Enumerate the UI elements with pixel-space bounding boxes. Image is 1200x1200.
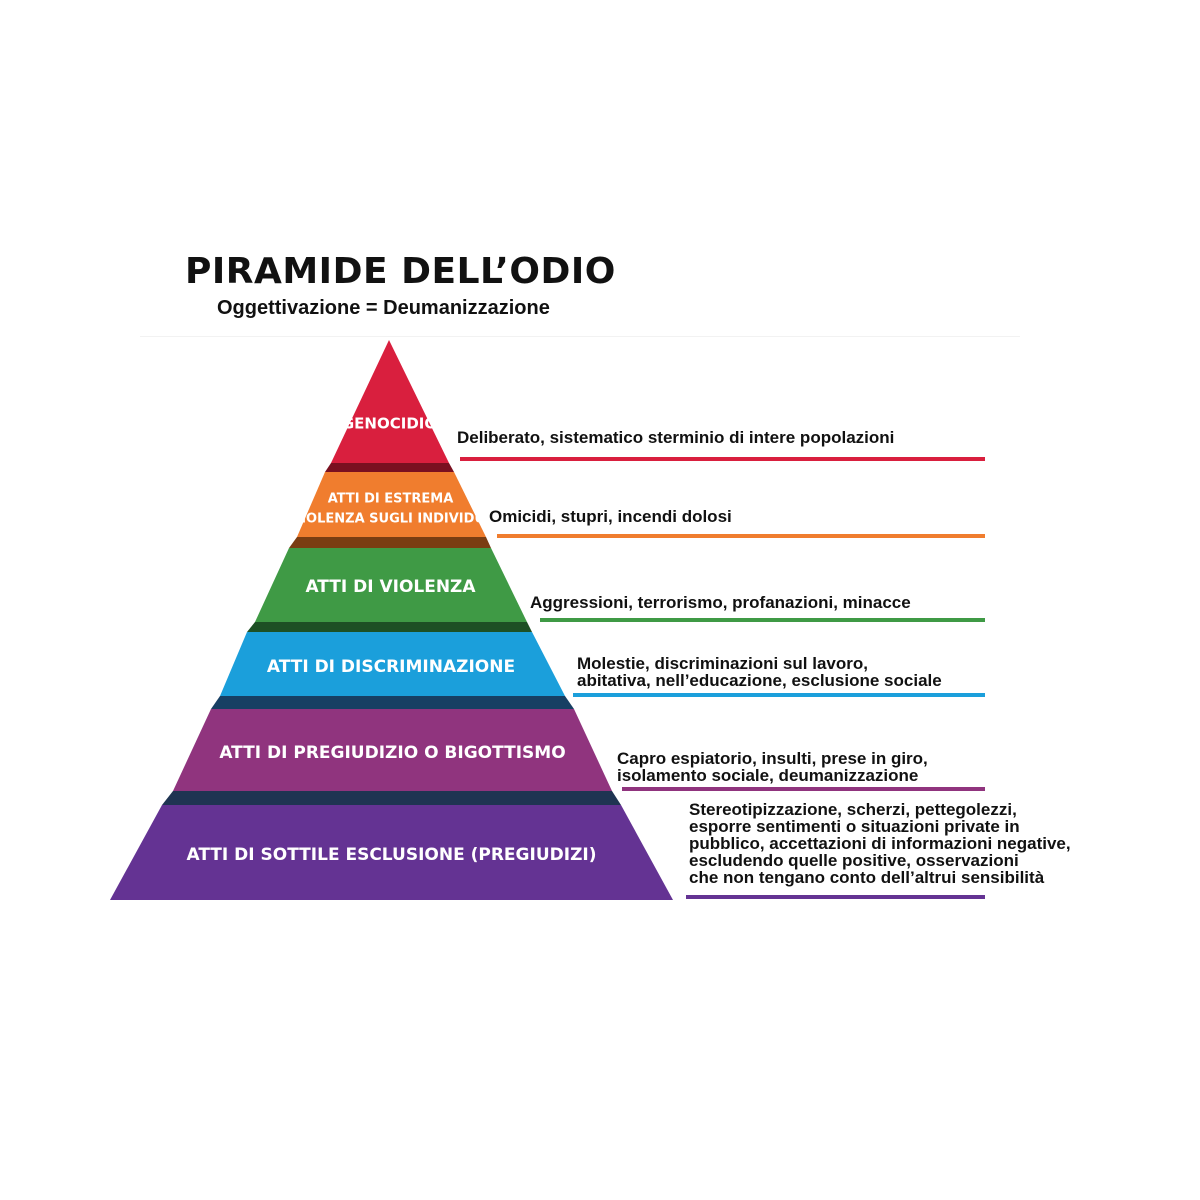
tier-description: Omicidi, stupri, incendi dolosi (489, 507, 732, 526)
tier-description-underline (573, 693, 985, 697)
pyramid-tier (255, 548, 527, 622)
pyramid-tier (173, 709, 612, 791)
tier-label: GENOCIDIO (342, 415, 437, 433)
tier-description: Molestie, discriminazioni sul lavoro, ab… (577, 654, 942, 690)
tier-label: ATTI DI ESTREMA (328, 492, 454, 507)
pyramid-tier (331, 340, 449, 463)
tier-description: Capro espiatorio, insulti, prese in giro… (617, 749, 928, 785)
tier-connector-band (325, 463, 454, 472)
tier-description-underline (540, 618, 985, 622)
tier-label: ATTI DI DISCRIMINAZIONE (267, 657, 515, 677)
tier-label: ATTI DI PREGIUDIZIO O BIGOTTISMO (219, 743, 565, 763)
tier-description-underline (497, 534, 985, 538)
tier-description: Aggressioni, terrorismo, profanazioni, m… (530, 593, 911, 612)
tier-connector-band (211, 696, 574, 709)
tier-description-underline (622, 787, 985, 791)
pyramid-tier (297, 472, 486, 537)
tier-description: Deliberato, sistematico sterminio di int… (457, 428, 895, 447)
tier-connector-band (247, 622, 532, 632)
header-divider (140, 336, 1020, 337)
page-subtitle: Oggettivazione = Deumanizzazione (217, 297, 550, 319)
tier-connector-band (289, 537, 491, 548)
page-title: PIRAMIDE DELL’ODIO (185, 251, 616, 292)
pyramid-tier (110, 805, 673, 900)
tier-connector-band (162, 791, 621, 805)
tier-description-underline (460, 457, 985, 461)
pyramid-tier (220, 632, 565, 696)
tier-label: VIOLENZA SUGLI INDIVIDUI (291, 512, 490, 527)
tier-description-underline (686, 895, 985, 899)
tier-description: Stereotipizzazione, scherzi, pettegolezz… (689, 800, 1071, 887)
tier-label: ATTI DI VIOLENZA (305, 577, 476, 597)
tier-label: ATTI DI SOTTILE ESCLUSIONE (PREGIUDIZI) (186, 845, 596, 865)
